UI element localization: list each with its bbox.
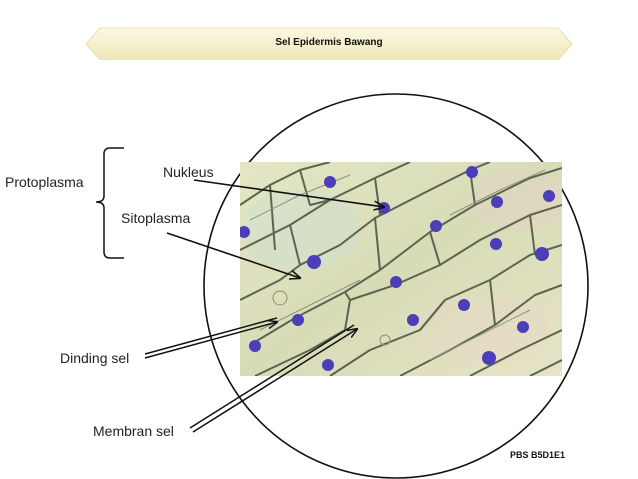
sitoplasma-arrow [166, 232, 300, 278]
dinding-sel-arrow [144, 317, 277, 359]
protoplasma-bracket [95, 147, 124, 259]
title-banner [85, 27, 573, 60]
nucleus [491, 196, 503, 208]
nucleus [307, 255, 321, 269]
nucleus [490, 238, 502, 250]
nucleus [458, 299, 470, 311]
microscope-field-circle [203, 93, 589, 479]
nucleus [407, 314, 419, 326]
page-title: Sel Epidermis Bawang [275, 37, 383, 48]
nucleus [482, 351, 496, 365]
footer-code: PBS B5D1E1 [510, 450, 566, 460]
nukleus-arrow [193, 179, 384, 207]
nucleus [390, 276, 402, 288]
membran-sel-arrow [189, 324, 357, 433]
nucleus [292, 314, 304, 326]
nucleus [249, 340, 261, 352]
nucleus [517, 321, 529, 333]
nucleus [378, 202, 390, 214]
nucleus [535, 247, 549, 261]
nucleus [322, 359, 334, 371]
label-protoplasma: Protoplasma [5, 174, 84, 190]
label-nukleus: Nukleus [163, 164, 214, 180]
label-sitoplasma: Sitoplasma [121, 210, 191, 226]
label-dinding-sel: Dinding sel [60, 350, 130, 366]
nucleus [430, 220, 442, 232]
nucleus [466, 166, 478, 178]
micrograph [240, 162, 562, 376]
label-membran-sel: Membran sel [93, 423, 174, 439]
nucleus [543, 190, 555, 202]
nucleus [240, 226, 250, 238]
nucleus [324, 176, 336, 188]
